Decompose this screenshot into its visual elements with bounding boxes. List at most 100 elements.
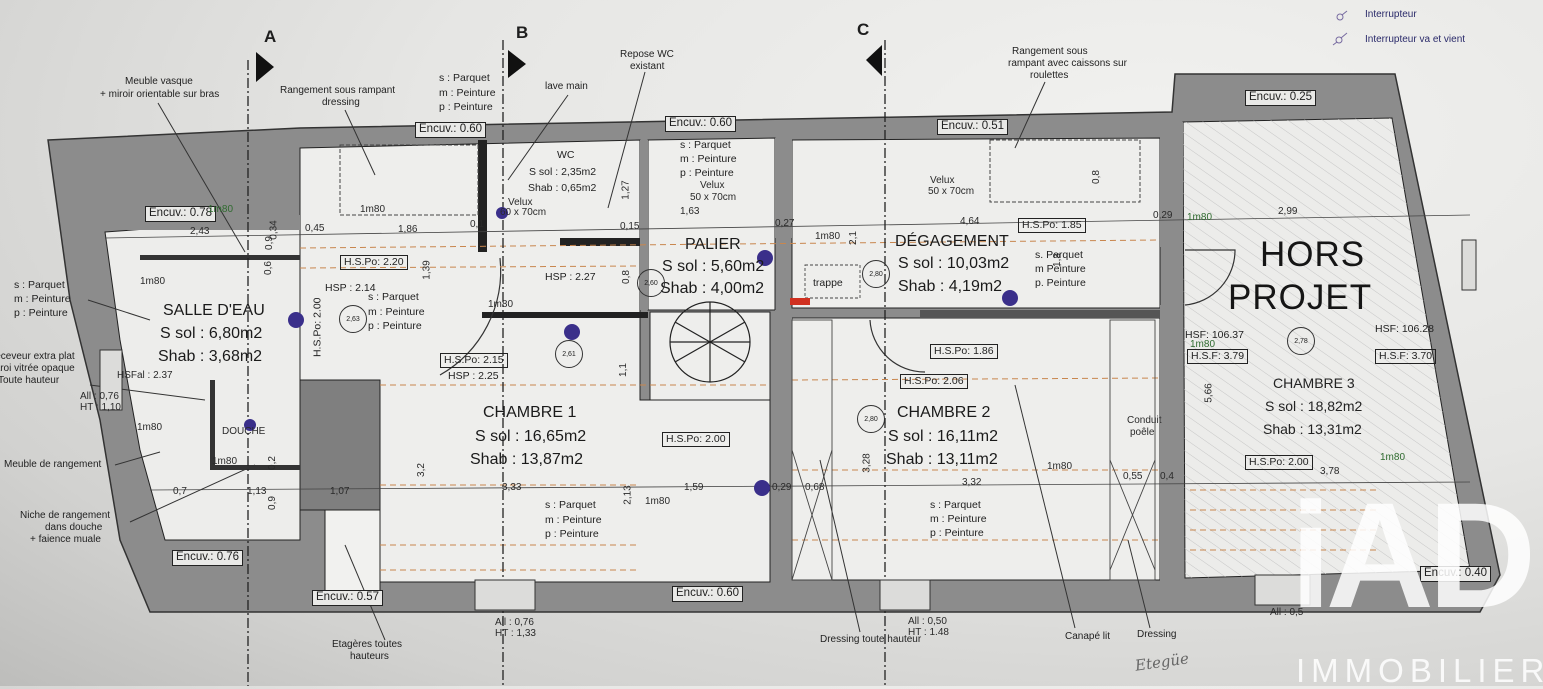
room-ssol-chambre1: S sol : 16,65m2 bbox=[475, 428, 587, 445]
wc-wall bbox=[478, 140, 487, 252]
dimension-label: 0,7 bbox=[173, 486, 187, 497]
dimension-label: 0,8 bbox=[1090, 170, 1102, 184]
ch1-finish-floor: s : Parquet bbox=[368, 291, 419, 303]
callout-repose-wc-2: existant bbox=[630, 61, 665, 72]
axis-label-a: A bbox=[264, 27, 277, 46]
hors-projet-line2: PROJET bbox=[1228, 278, 1373, 317]
height-label: H.S.Po: 2.15 bbox=[440, 353, 508, 368]
finish-ceiling: p : Peinture bbox=[439, 101, 493, 113]
room-shab-chambre1: Shab : 13,87m2 bbox=[470, 451, 583, 468]
hors-projet-line1: HORS bbox=[1260, 235, 1366, 274]
callout-etageres-2: hauteurs bbox=[350, 651, 389, 662]
red-marker bbox=[790, 298, 810, 305]
dimension-label: 0,27 bbox=[775, 218, 795, 229]
callout-meuble-vasque-2: + miroir orientable sur bras bbox=[100, 89, 220, 100]
room-shab-wc: Shab : 0,65m2 bbox=[528, 182, 597, 194]
spot-height-marker: 2,61 bbox=[555, 340, 583, 368]
wc-wall-bottom bbox=[560, 238, 642, 246]
encuv-label: Encuv.: 0.60 bbox=[672, 586, 744, 602]
callout-dressing-toute-hauteur: Dressing toute hauteur bbox=[820, 634, 922, 645]
callout-rangement-caissons-2: rampant avec caissons sur bbox=[1008, 58, 1127, 69]
dimension-label: 0,8 bbox=[620, 270, 632, 284]
sde-finish-ceiling: p : Peinture bbox=[14, 307, 68, 319]
legend-interrupteur-va-et-vient: Interrupteur va et vient bbox=[1365, 34, 1466, 45]
callout-rangement-dressing: Rangement sous rampant bbox=[280, 85, 396, 96]
deg-finish-ceiling: p. Peinture bbox=[1035, 277, 1086, 289]
dimension-label: 1,07 bbox=[330, 486, 350, 497]
ch2-finish-floor: s : Parquet bbox=[930, 499, 981, 511]
velux-size: 50 x 70cm bbox=[928, 186, 975, 197]
dimension-label: 0,45 bbox=[305, 223, 325, 234]
dimension-label: 2,43 bbox=[190, 226, 210, 237]
ch1b-finish-ceiling: p : Peinture bbox=[545, 528, 599, 540]
callout-canape-lit: Canapé lit bbox=[1065, 631, 1111, 642]
room-ssol-wc: S sol : 2,35m2 bbox=[529, 166, 597, 178]
callout-niche: Niche de rangement bbox=[20, 510, 111, 521]
room-shab-palier: Shab : 4,00m2 bbox=[660, 280, 765, 297]
finish-floor: s : Parquet bbox=[439, 72, 490, 84]
ceiling-1m80-mark: 1m80 bbox=[645, 496, 671, 507]
axis-a-marker bbox=[256, 52, 274, 82]
dimension-label: 0,4 bbox=[1160, 471, 1174, 482]
height-label: HSP : 2.27 bbox=[545, 271, 596, 283]
spot-height-marker: 2,63 bbox=[339, 305, 367, 333]
encuv-label: Encuv.: 0.40 bbox=[1420, 566, 1492, 582]
trappe-label: trappe bbox=[813, 277, 843, 289]
ceiling-1m80-mark: 1m80 bbox=[1047, 461, 1073, 472]
encuv-label: Encuv.: 0.25 bbox=[1245, 90, 1317, 106]
room-shab-degagement: Shab : 4,19m2 bbox=[898, 278, 1003, 295]
room-name-chambre2: CHAMBRE 2 bbox=[897, 404, 991, 421]
ch2-finish-wall: m : Peinture bbox=[930, 513, 987, 525]
ch2-finish-ceiling: p : Peinture bbox=[930, 527, 984, 539]
chambre1-wall bbox=[482, 312, 648, 318]
height-label: H.S.Po: 2.20 bbox=[340, 255, 408, 270]
deg-finish-wall: m Peinture bbox=[1035, 263, 1086, 275]
dimension-label: 3,28 bbox=[861, 453, 873, 473]
dimension-label: 0,34 bbox=[268, 220, 280, 240]
callout-toute-hauteur: Toute hauteur bbox=[0, 375, 60, 386]
window-sde-height: HT : 1,10 bbox=[80, 402, 121, 413]
sde-finish-wall: m : Peinture bbox=[14, 293, 71, 305]
dimension-label: 3,32 bbox=[962, 477, 982, 488]
ceiling-1m80-mark: 1m80 bbox=[212, 456, 238, 467]
window-ch2-allege: All : 0,50 bbox=[908, 616, 947, 627]
axis-c-marker bbox=[866, 45, 882, 76]
callout-niche-3: + faience muale bbox=[30, 534, 101, 545]
switch-icon bbox=[1336, 13, 1344, 21]
palier-finish-ceiling: p : Peinture bbox=[680, 167, 734, 179]
dimension-label: 2,1 bbox=[847, 231, 859, 245]
dimension-label: 4,64 bbox=[960, 216, 980, 227]
douche-label: DOUCHE bbox=[222, 426, 266, 437]
ceiling-1m80-mark: 1m80 bbox=[1380, 452, 1406, 463]
height-label: HSP : 2.25 bbox=[448, 370, 499, 382]
callout-repose-wc: Repose WC bbox=[620, 49, 674, 60]
dimension-label: 2,99 bbox=[1278, 206, 1298, 217]
dimension-label: 0,6 bbox=[262, 261, 274, 275]
height-label: H.S.Po: 1.85 bbox=[1018, 218, 1086, 233]
encuv-label: Encuv.: 0.60 bbox=[415, 122, 487, 138]
conduit-label: Conduit bbox=[1127, 415, 1162, 426]
callout-meuble-rangement: Meuble de rangement bbox=[4, 459, 102, 470]
callout-etageres: Etagères toutes bbox=[332, 639, 403, 650]
dimension-label: 1,86 bbox=[398, 224, 418, 235]
deg-finish-floor: s. Parquet bbox=[1035, 249, 1083, 261]
velux-label: Velux bbox=[508, 197, 533, 208]
room-ssol-degagement: S sol : 10,03m2 bbox=[898, 255, 1010, 272]
axis-label-b: B bbox=[516, 23, 529, 42]
encuv-label: Encuv.: 0.78 bbox=[145, 206, 217, 222]
ch1b-finish-wall: m : Peinture bbox=[545, 514, 602, 526]
callout-dressing: Dressing bbox=[1137, 629, 1177, 640]
dimension-label: 1,13 bbox=[247, 486, 267, 497]
ch1-finish-wall: m : Peinture bbox=[368, 306, 425, 318]
ceiling-1m80-mark: 1m80 bbox=[208, 204, 234, 215]
ceiling-1m80-mark: 1m80 bbox=[1190, 339, 1216, 350]
palier-finish-floor: s : Parquet bbox=[680, 139, 731, 151]
height-label: H.S.Po: 2.06 bbox=[900, 374, 968, 389]
room-name-chambre1: CHAMBRE 1 bbox=[483, 404, 577, 421]
ceiling-1m80-mark: 1m80 bbox=[360, 204, 386, 215]
dimension-label: 0,29 bbox=[772, 482, 792, 493]
callout-rangement-dressing-2: dressing bbox=[322, 97, 360, 108]
encuv-label: Encuv.: 0.51 bbox=[937, 119, 1009, 135]
finish-wall: m : Peinture bbox=[439, 87, 496, 99]
room-ssol-salle-deau: S sol : 6,80m2 bbox=[160, 325, 263, 342]
